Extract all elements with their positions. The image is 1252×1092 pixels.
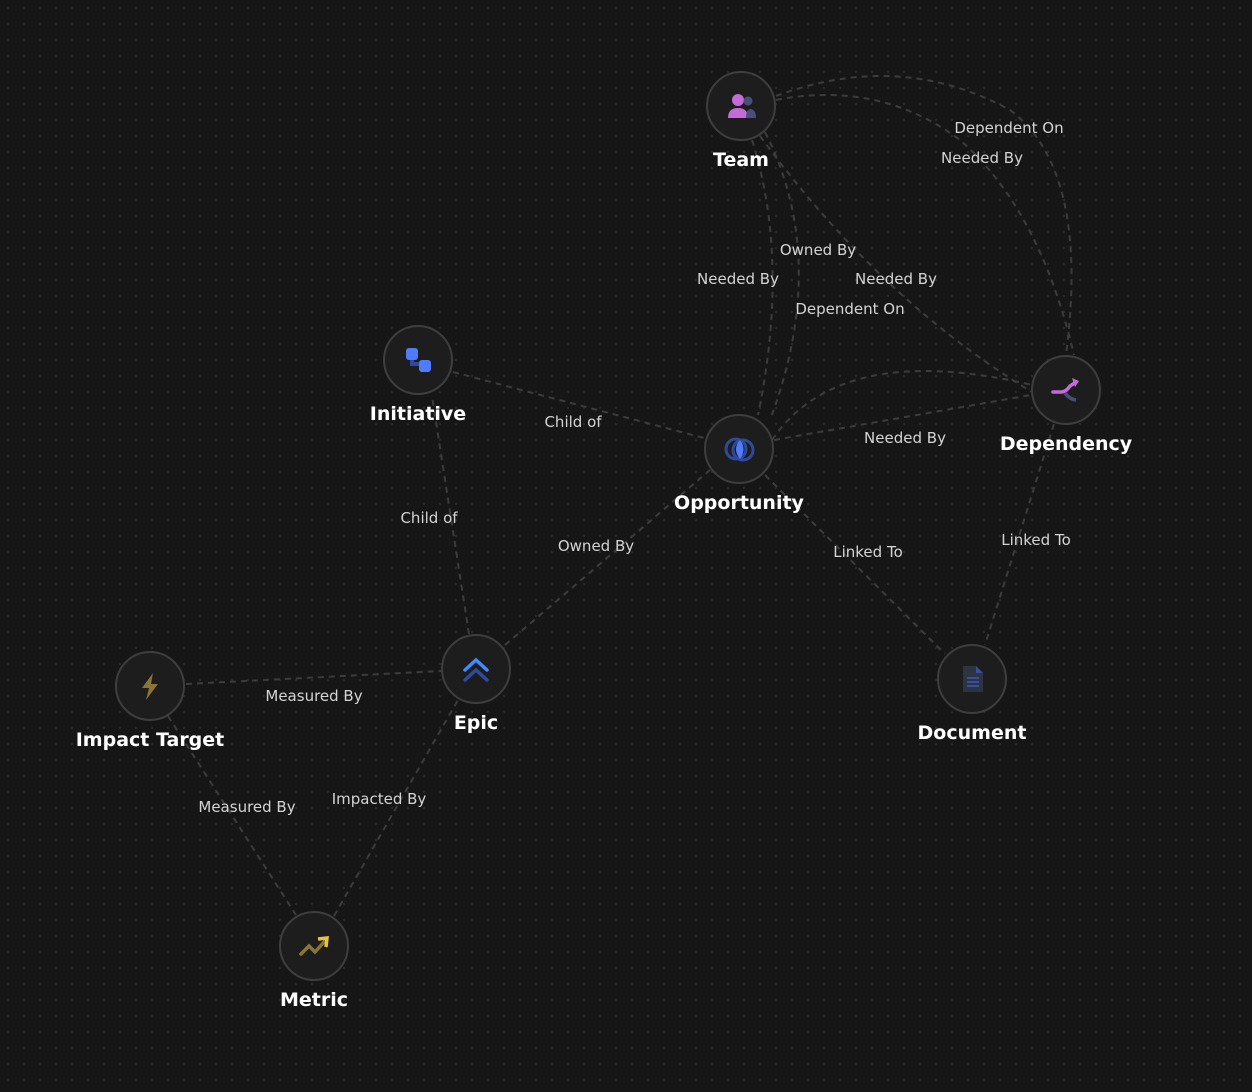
- node-label: Team: [713, 149, 769, 171]
- edge-label: Measured By: [198, 798, 296, 816]
- edge-team-opportunity: [764, 131, 800, 421]
- edge-epic-initiative: [431, 395, 470, 635]
- edge-metric-epic: [333, 699, 459, 917]
- edge-team-dependency: [759, 135, 1033, 393]
- epic-icon: [463, 657, 489, 682]
- opportunity-icon: [724, 437, 755, 462]
- edge-dependency-document: [984, 423, 1055, 646]
- node-document[interactable]: [937, 644, 1007, 714]
- edge-label: Child of: [400, 509, 458, 527]
- node-label: Initiative: [369, 403, 467, 425]
- dependency-icon: [1051, 378, 1079, 402]
- node-initiative[interactable]: [383, 325, 453, 395]
- document-icon: [963, 666, 983, 692]
- node-opportunity[interactable]: [704, 414, 774, 484]
- node-epic[interactable]: [441, 634, 511, 704]
- node-label: Impact Target: [75, 729, 225, 751]
- edge-label: Measured By: [265, 687, 363, 705]
- node-team[interactable]: [706, 71, 776, 141]
- edge-label: Needed By: [941, 149, 1023, 167]
- node-label: Document: [917, 722, 1027, 744]
- trend-up-icon: [299, 936, 329, 956]
- edge-opportunity-dependency: [771, 370, 1033, 441]
- node-label: Metric: [279, 989, 349, 1011]
- edge-label: Needed By: [697, 270, 779, 288]
- team-icon: [728, 94, 756, 118]
- edge-team-dependency: [775, 94, 1075, 356]
- edge-label: Linked To: [833, 543, 903, 561]
- node-label: Dependency: [999, 433, 1133, 455]
- edge-impact-epic: [185, 670, 442, 685]
- node-metric[interactable]: [279, 911, 349, 981]
- node-label: Opportunity: [674, 492, 804, 514]
- edge-team-dependency: [775, 75, 1073, 356]
- edge-label: Dependent On: [954, 119, 1064, 137]
- node-dependency[interactable]: [1031, 355, 1101, 425]
- edge-label: Linked To: [1001, 531, 1071, 549]
- edge-label: Needed By: [855, 270, 937, 288]
- node-impact[interactable]: [115, 651, 185, 721]
- edge-label: Impacted By: [331, 790, 427, 808]
- edge-label: Dependent On: [795, 300, 905, 318]
- edge-epic-opportunity: [504, 469, 711, 646]
- lightning-icon: [142, 673, 158, 700]
- edge-label: Owned By: [779, 241, 857, 259]
- edge-opportunity-document: [764, 474, 946, 655]
- initiative-icon: [406, 348, 431, 372]
- edge-label: Child of: [544, 413, 602, 431]
- node-label: Epic: [453, 712, 499, 734]
- edge-label: Owned By: [557, 537, 635, 555]
- edge-label: Needed By: [864, 429, 946, 447]
